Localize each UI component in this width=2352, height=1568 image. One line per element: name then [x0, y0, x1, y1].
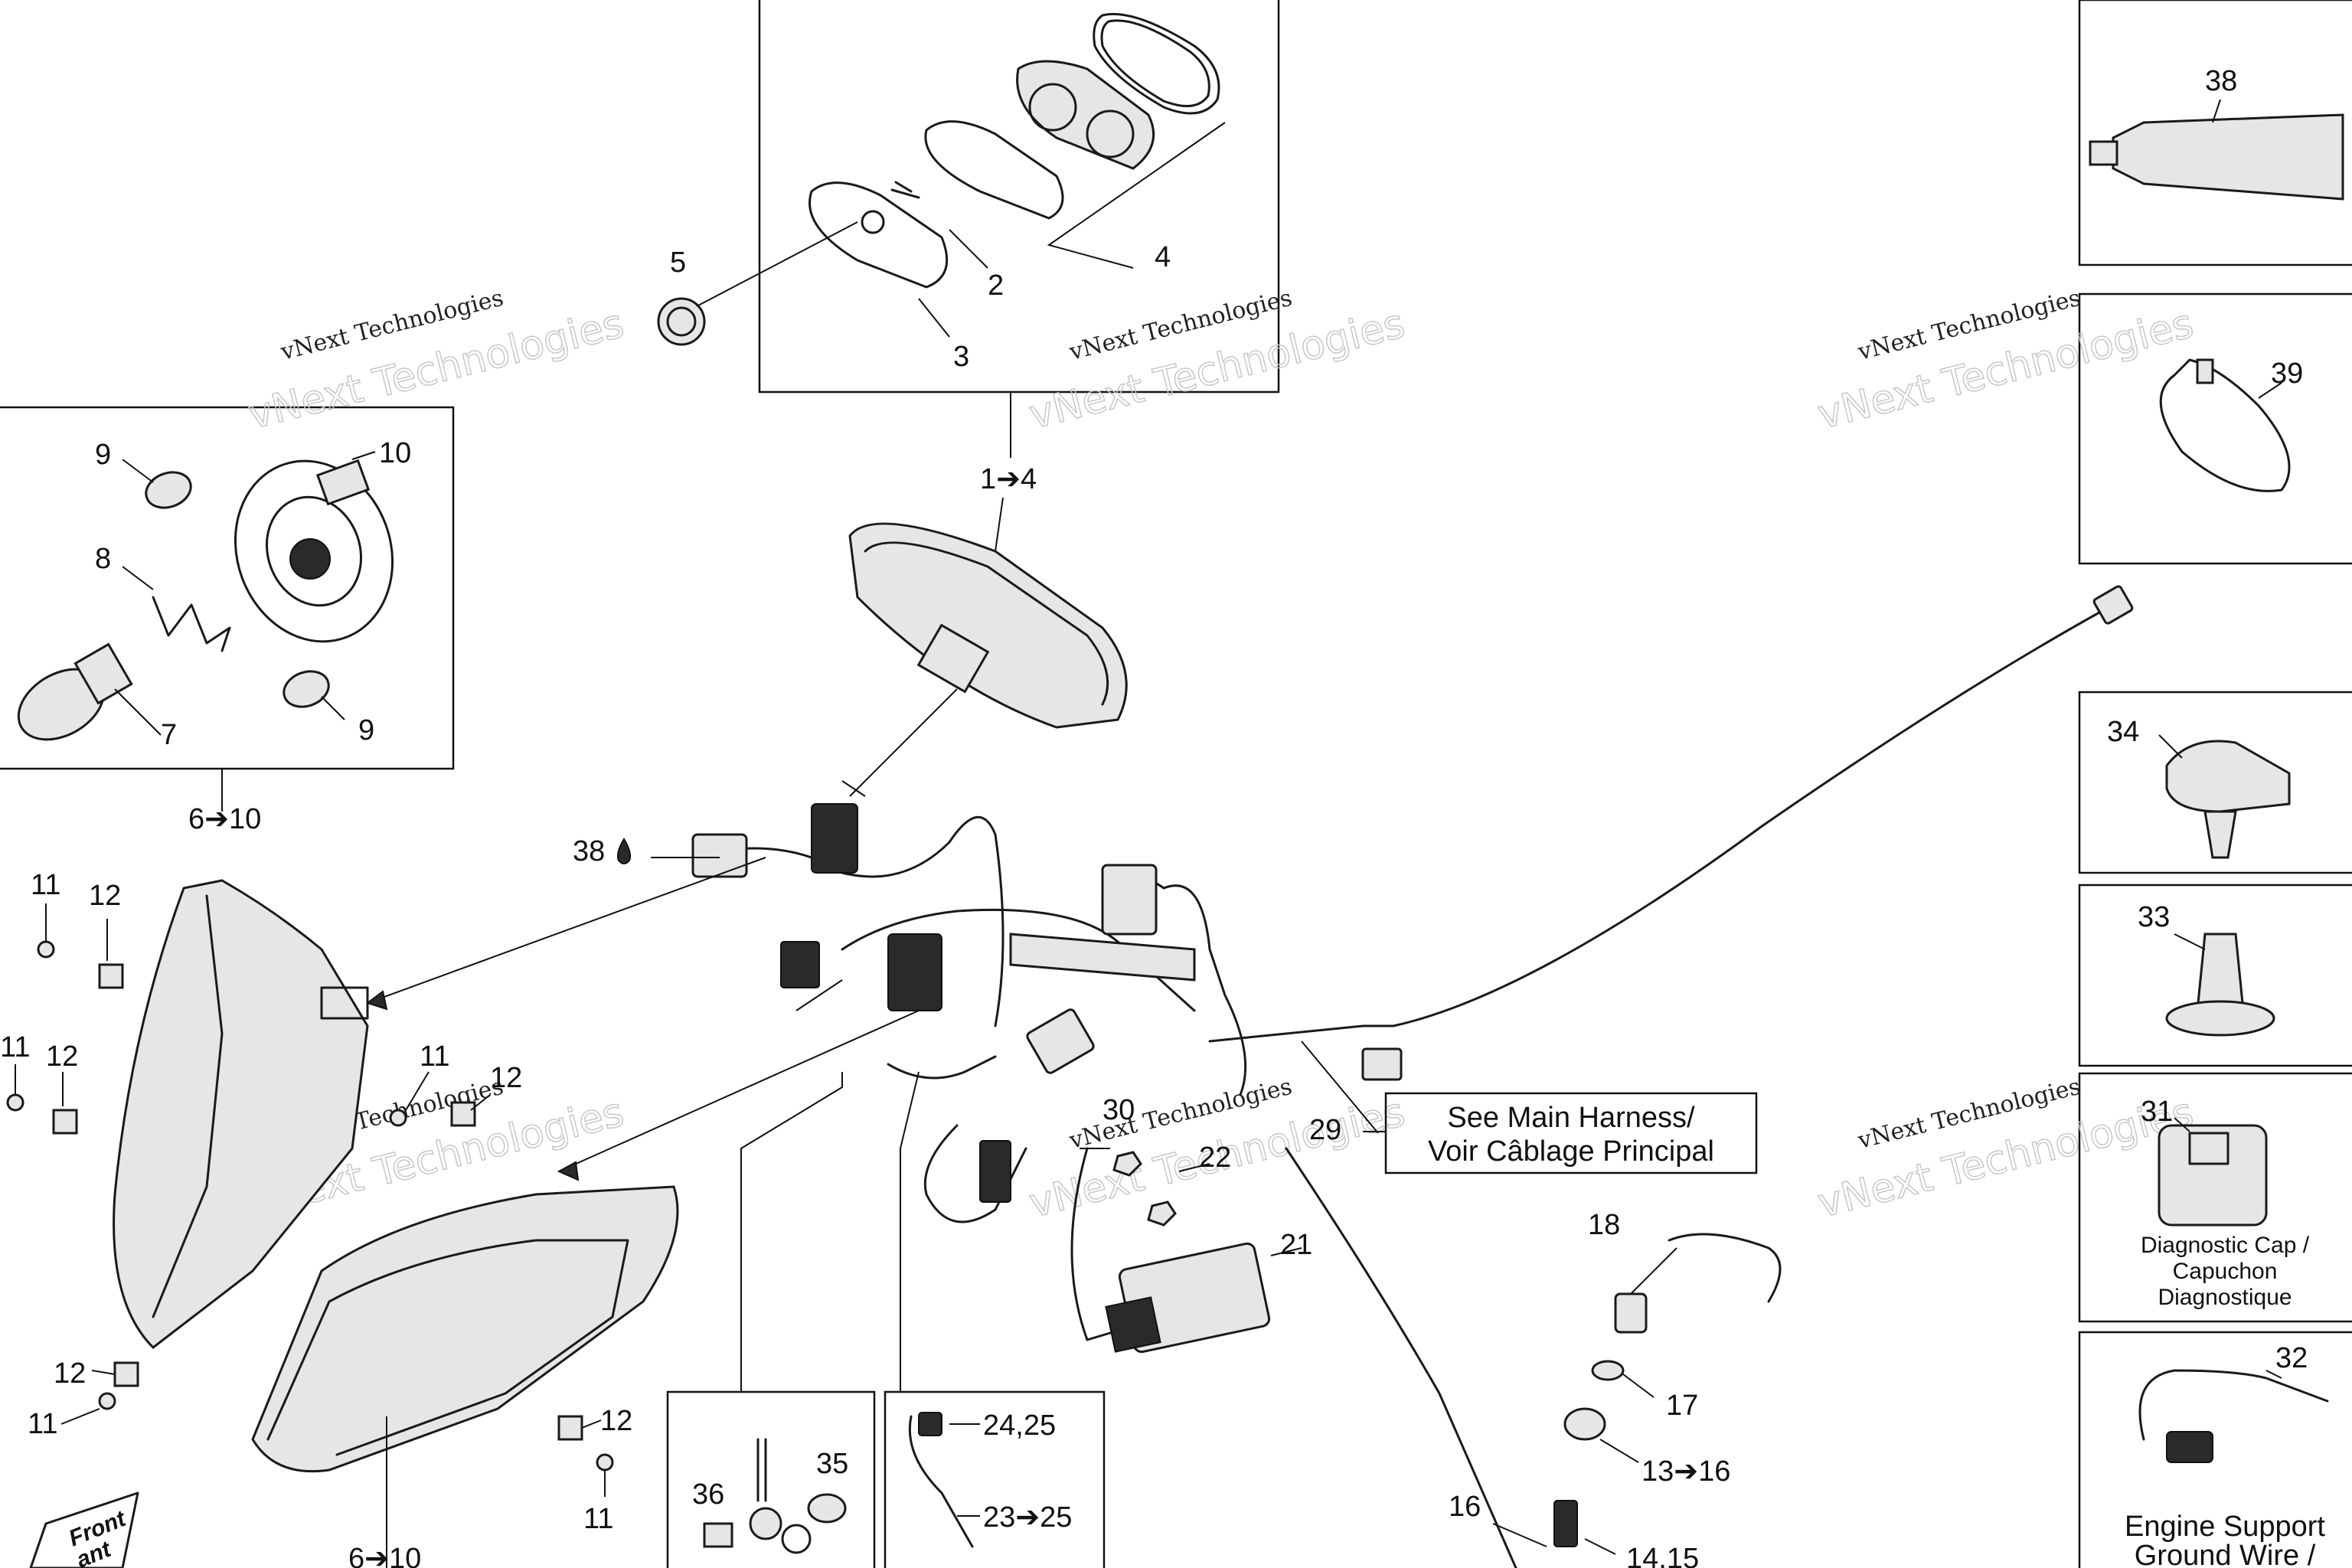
- bezel-part: [808, 181, 949, 289]
- callout-11c: 11: [420, 1040, 449, 1073]
- callout-10: 10: [379, 437, 411, 469]
- push-rivet-part: [2196, 933, 2245, 1012]
- connector-part: [2092, 585, 2134, 625]
- callout-13-16: 13➔16: [1642, 1455, 1730, 1488]
- callout-30: 30: [1102, 1094, 1135, 1126]
- front-indicator: Front ant: [29, 1491, 139, 1568]
- headlight-housings: [6, 857, 920, 1568]
- diagnostic-cap-part: [2158, 1124, 2268, 1227]
- left-headlight-part: [113, 879, 369, 1349]
- callout-16: 16: [1449, 1491, 1481, 1523]
- callout-labels: 1➔4 2 3 4 5 6➔10 6➔10 7 8 9 9 10 11 11 1…: [0, 65, 2308, 1568]
- connector-part: [780, 941, 820, 988]
- wiring-harness: [651, 585, 2134, 1568]
- callout-9b: 9: [358, 714, 374, 746]
- callout-31: 31: [2141, 1096, 2173, 1128]
- callout-8: 8: [95, 543, 111, 575]
- connector-part: [691, 833, 748, 878]
- harness-note-line2: Voir Câblage Principal: [1428, 1135, 1714, 1168]
- spring-clip-part: [152, 596, 231, 652]
- gauge-cluster-exploded: [657, 12, 1226, 346]
- reflector-part: [234, 459, 394, 643]
- callout-9a: 9: [95, 439, 111, 471]
- gauge-assembly: [848, 497, 1128, 797]
- side-panel-parts: [2089, 99, 2344, 1463]
- nut-part: [1147, 1200, 1177, 1227]
- connector-part: [1101, 864, 1158, 936]
- watermarks: vNext Technologies vNext Technologies vN…: [243, 285, 2199, 1228]
- callout-29: 29: [1309, 1114, 1341, 1146]
- callout-6-10-bottom: 6➔10: [348, 1543, 421, 1568]
- cable-clip-part: [2165, 740, 2291, 813]
- harness-note-line1: See Main Harness/: [1447, 1102, 1695, 1134]
- callout-7: 7: [161, 719, 177, 751]
- callout-1-4: 1➔4: [980, 463, 1037, 495]
- callout-14-15: 14,15: [1626, 1543, 1699, 1568]
- oil-drop-icon: [616, 838, 632, 864]
- ground-wire-line1: Engine Support: [2125, 1511, 2325, 1543]
- callout-12b: 12: [46, 1040, 78, 1073]
- callout-32: 32: [2275, 1342, 2308, 1374]
- gasket-part: [1093, 12, 1220, 115]
- callout-11b: 11: [0, 1031, 30, 1063]
- cable-tie-part: [2159, 358, 2291, 492]
- callout-18: 18: [1588, 1209, 1620, 1241]
- connector-part: [979, 1140, 1011, 1203]
- lower-parts: [703, 1071, 1782, 1555]
- callout-3: 3: [953, 341, 969, 373]
- callout-12d: 12: [54, 1357, 86, 1390]
- connector-part: [887, 933, 942, 1011]
- callout-12c: 12: [490, 1062, 522, 1094]
- callout-38-drop: 38: [573, 835, 605, 867]
- callout-11a: 11: [31, 869, 60, 901]
- harness-note: See Main Harness/ Voir Câblage Principal: [1384, 1092, 1758, 1174]
- callout-38: 38: [2205, 65, 2237, 97]
- callout-35: 35: [816, 1448, 848, 1480]
- connector-part: [811, 803, 858, 874]
- lens-part: [924, 120, 1064, 220]
- callout-36: 36: [692, 1478, 724, 1511]
- connector-part: [1026, 1008, 1095, 1074]
- diagnostic-cap-line3: Diagnostique: [2158, 1285, 2292, 1310]
- nut-part: [1112, 1151, 1142, 1177]
- callout-39: 39: [2271, 358, 2303, 390]
- callout-5: 5: [670, 247, 686, 279]
- diagnostic-cap-note: Diagnostic Cap / Capuchon Diagnostique: [2141, 1233, 2310, 1310]
- callout-11e: 11: [583, 1503, 613, 1535]
- ground-wire-note: Engine Support Ground Wire /: [2125, 1511, 2325, 1568]
- callout-21: 21: [1280, 1229, 1312, 1261]
- callout-33: 33: [2138, 901, 2170, 933]
- knob-part: [657, 297, 706, 346]
- callout-12e: 12: [600, 1405, 632, 1437]
- gauge-housing-part: [1016, 60, 1155, 170]
- diagnostic-cap-line1: Diagnostic Cap /: [2141, 1233, 2310, 1258]
- right-headlight-part: [251, 1185, 679, 1473]
- callout-22: 22: [1199, 1142, 1231, 1174]
- callout-6-10-top: 6➔10: [188, 803, 261, 835]
- callout-17: 17: [1666, 1390, 1698, 1422]
- headlight-parts: [17, 451, 394, 741]
- callout-2: 2: [988, 270, 1004, 302]
- callout-4: 4: [1155, 241, 1171, 273]
- connector-part: [1361, 1047, 1403, 1081]
- ground-wire-part: [2138, 1369, 2329, 1441]
- callout-12a: 12: [89, 880, 121, 912]
- callout-24-25: 24,25: [983, 1410, 1056, 1442]
- callout-34: 34: [2107, 716, 2139, 748]
- grease-tube-part: [2112, 113, 2344, 201]
- ground-wire-line2: Ground Wire /: [2135, 1540, 2316, 1568]
- callout-23-25: 23➔25: [983, 1501, 1072, 1534]
- diagnostic-cap-line2: Capuchon: [2173, 1259, 2278, 1284]
- callout-11d: 11: [28, 1408, 57, 1440]
